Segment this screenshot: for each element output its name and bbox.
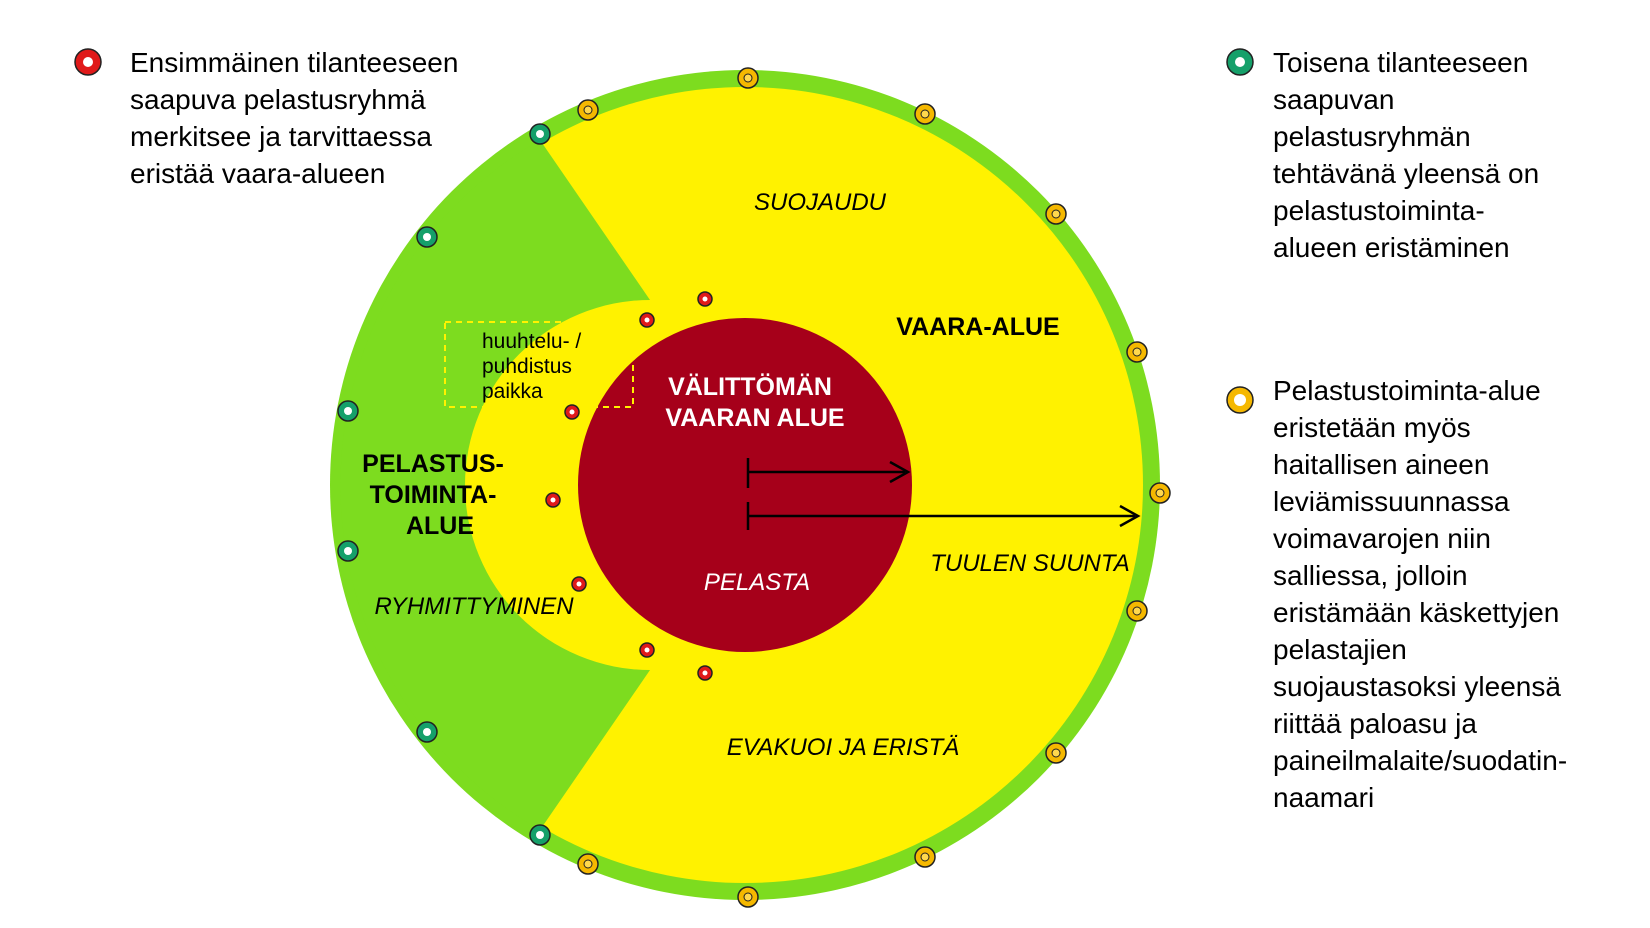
decontamination-label-line1: huuhtelu- / bbox=[482, 330, 581, 353]
green-ring-marker bbox=[337, 540, 359, 562]
immediate-zone-label-line2: VAARAN ALUE bbox=[665, 404, 844, 432]
pelasta-label: PELASTA bbox=[704, 569, 810, 596]
vaara-alue-label: VAARA-ALUE bbox=[896, 313, 1059, 341]
legend-orange-text: Pelastustoiminta-alue eristetään myös ha… bbox=[1273, 375, 1568, 813]
red-ring-marker bbox=[697, 665, 713, 681]
decontamination-label-line3: paikka bbox=[482, 380, 543, 403]
green-ring-marker bbox=[337, 400, 359, 422]
red-ring-marker bbox=[571, 576, 587, 592]
long-arrow bbox=[746, 502, 1141, 530]
orange-ring-marker bbox=[1149, 482, 1171, 504]
rescue-operations-zone bbox=[340, 140, 650, 830]
ryhmittyminen-label: RYHMITTYMINEN bbox=[374, 593, 574, 620]
orange-ring-marker bbox=[1126, 341, 1148, 363]
orange-ring-marker bbox=[1045, 203, 1067, 225]
immediate-zone-label-line1: VÄLITTÖMÄN bbox=[668, 372, 832, 401]
red-ring-marker-icon bbox=[74, 48, 102, 76]
orange-ring-marker bbox=[1126, 600, 1148, 622]
red-ring-marker bbox=[564, 404, 580, 420]
orange-ring-marker bbox=[914, 103, 936, 125]
orange-ring-marker bbox=[577, 853, 599, 875]
green-ring-marker bbox=[529, 123, 551, 145]
green-ring-marker bbox=[416, 226, 438, 248]
red-ring-marker bbox=[545, 492, 561, 508]
decontamination-label-line2: puhdistus bbox=[482, 355, 572, 378]
green-ring-marker bbox=[529, 824, 551, 846]
orange-ring-marker bbox=[737, 886, 759, 908]
legend-green-text: Toisena tilanteeseen saapuvan pelastusry… bbox=[1273, 47, 1540, 263]
short-arrow bbox=[746, 458, 911, 488]
immediate-danger-zone bbox=[578, 318, 912, 652]
green-ring-marker bbox=[416, 721, 438, 743]
orange-ring-marker bbox=[577, 99, 599, 121]
red-ring-marker bbox=[639, 312, 655, 328]
red-ring-marker bbox=[697, 291, 713, 307]
marker-layer bbox=[337, 67, 1171, 908]
rescue-zone-label-line3: ALUE bbox=[406, 512, 474, 540]
rescue-zone-label-line2: TOIMINTA- bbox=[370, 481, 497, 509]
decontamination-area-box bbox=[444, 321, 634, 408]
green-ring-marker-icon bbox=[1226, 48, 1254, 76]
orange-ring-marker bbox=[737, 67, 759, 89]
tuulen-suunta-label: TUULEN SUUNTA bbox=[930, 550, 1130, 577]
legend-red-text: Ensimmäinen tilanteeseen saapuva pelastu… bbox=[130, 47, 459, 189]
orange-ring-marker bbox=[1045, 742, 1067, 764]
orange-ring-marker-icon bbox=[1226, 386, 1254, 414]
orange-ring-marker bbox=[914, 846, 936, 868]
rescue-zone-label-line1: PELASTUS- bbox=[362, 450, 504, 478]
suojaudu-label: SUOJAUDU bbox=[754, 189, 887, 216]
red-ring-marker bbox=[639, 642, 655, 658]
evakuoi-label: EVAKUOI JA ERISTÄ bbox=[727, 734, 960, 761]
